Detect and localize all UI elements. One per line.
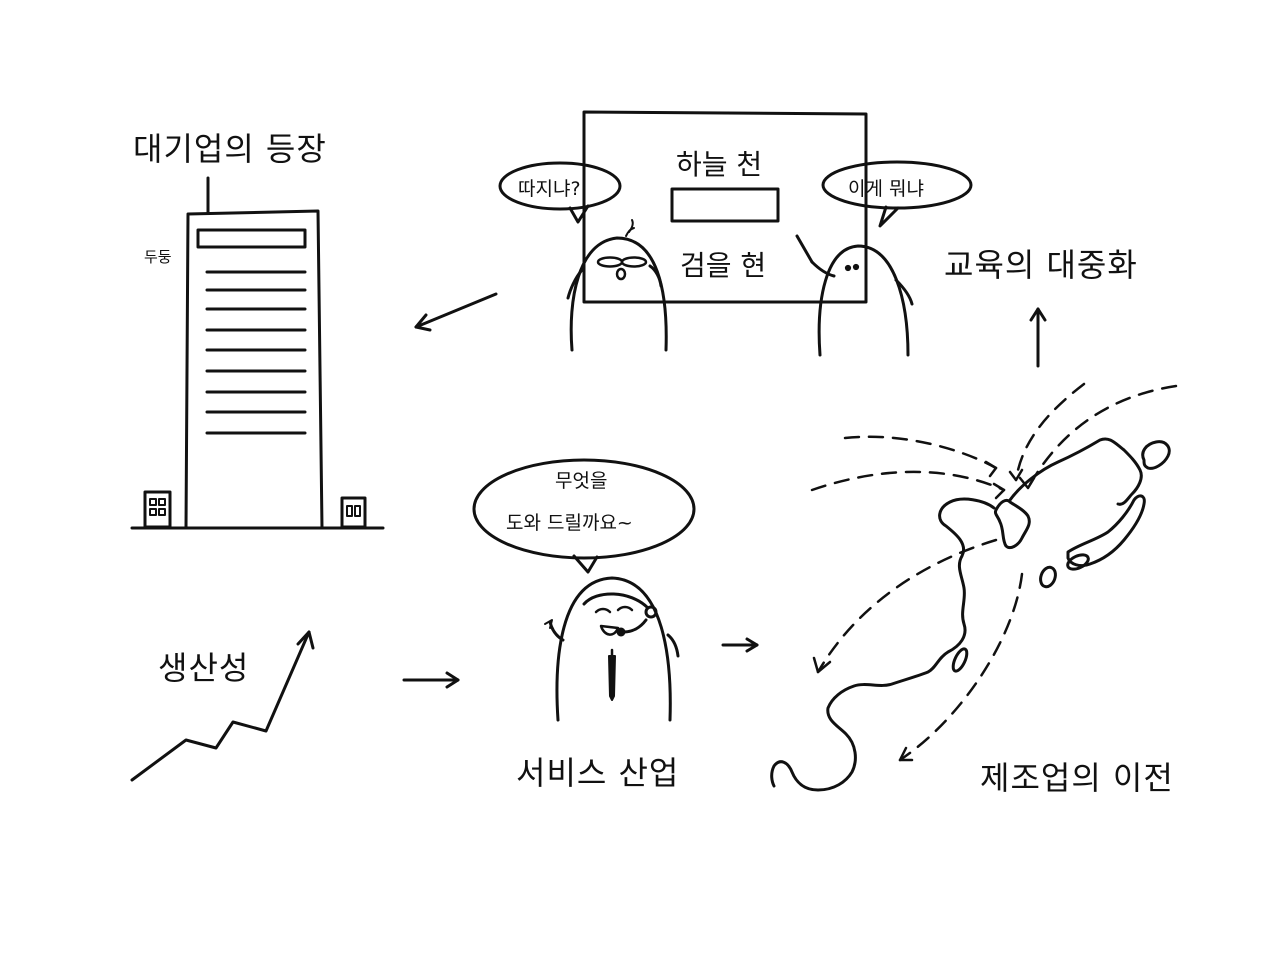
service-bubble-line2: 도와 드릴까요~ <box>506 512 633 534</box>
east-asia-map-icon <box>772 439 1170 790</box>
arrow-to-service <box>404 673 458 687</box>
board-top-text: 하늘 천 <box>676 148 763 181</box>
arrow-heads <box>814 462 1034 760</box>
service-bubble-line1: 무엇을 <box>555 470 608 492</box>
building-sound-label: 두둥 <box>144 248 172 266</box>
speech-bubble-right <box>823 162 971 226</box>
speech-bubble-left <box>500 163 620 222</box>
arrow-to-map <box>723 639 757 651</box>
bubble-left-text: 따지냐? <box>518 178 581 200</box>
office-building-icon <box>132 178 383 528</box>
rising-line-icon <box>132 632 313 780</box>
bubble-right-text: 이게 뭐냐 <box>848 178 924 200</box>
arrow-to-building <box>416 294 496 330</box>
call-center-figure-icon <box>545 578 678 720</box>
student-figures-icon <box>568 220 912 355</box>
manufacturing-move-arrows <box>812 384 1176 760</box>
service-industry-label: 서비스 산업 <box>516 754 680 792</box>
education-label: 교육의 대중화 <box>944 246 1138 284</box>
service-speech-bubble <box>474 460 694 572</box>
board-bottom-text: 검을 현 <box>680 249 767 282</box>
big-corp-label: 대기업의 등장 <box>133 130 327 168</box>
productivity-label: 생산성 <box>158 649 250 687</box>
blackboard-icon <box>584 112 866 302</box>
arrow-up-education <box>1031 309 1045 366</box>
manufacturing-label: 제조업의 이전 <box>980 759 1174 797</box>
